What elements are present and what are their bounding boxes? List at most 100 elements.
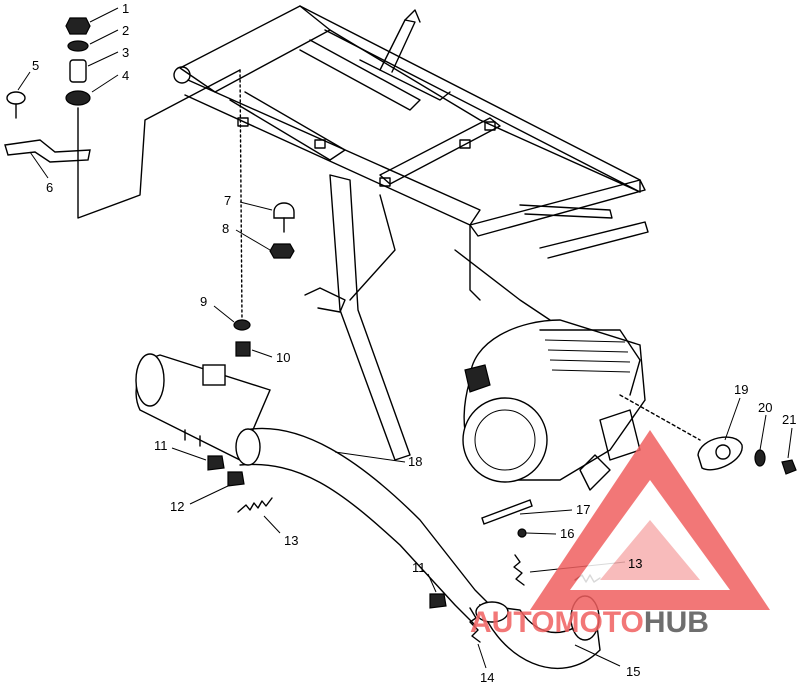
- engine-starter-handle: [464, 364, 491, 393]
- leader-12: [189, 484, 231, 505]
- leader-21: [787, 427, 793, 459]
- callout-18: 18: [408, 454, 422, 469]
- part-7-bumper: [273, 202, 295, 219]
- muffler-mount-block: [202, 364, 226, 386]
- part-1-nut: [65, 17, 91, 35]
- callout-6: 6: [46, 180, 53, 195]
- frame-tab-2: [314, 139, 326, 149]
- part-2-washer: [67, 40, 89, 52]
- leader-11b: [427, 573, 437, 593]
- part-3-spacer: [69, 59, 87, 83]
- frame-down-brace: [349, 194, 396, 301]
- frame-upright-tab: [404, 9, 421, 23]
- exhaust-assembly: [135, 353, 601, 669]
- engine-assembly: [462, 319, 646, 491]
- part-14-spring: [469, 607, 481, 643]
- frame-rear-bar: [519, 204, 613, 219]
- callout-1: 1: [122, 1, 129, 16]
- part-8-nut: [269, 243, 295, 259]
- leader-3: [87, 51, 119, 67]
- leader-8: [235, 229, 271, 251]
- leader-1: [89, 7, 119, 23]
- frame-tab-4: [459, 139, 471, 149]
- callout-16: 16: [560, 526, 574, 541]
- leader-13a: [263, 515, 281, 534]
- callout-15: 15: [626, 664, 640, 679]
- part-20-washer: [754, 449, 766, 467]
- part-12-nut: [227, 471, 245, 487]
- frame-rear-lower-2: [454, 249, 551, 321]
- callout-2: 2: [122, 23, 129, 38]
- leader-18: [334, 451, 406, 463]
- leader-6: [29, 151, 49, 179]
- part-16-screw: [517, 528, 527, 538]
- header-pipe-joint: [475, 601, 509, 623]
- callout-19: 19: [734, 382, 748, 397]
- part-11-bolt-lower: [429, 593, 447, 609]
- callout-9: 9: [200, 294, 207, 309]
- part-4-grommet: [65, 90, 91, 106]
- frame-rear-cross: [539, 221, 649, 259]
- muffler-legs: [184, 429, 201, 447]
- part-10-bolt: [235, 341, 251, 357]
- engine-exhaust-flange: [579, 454, 611, 491]
- frame-tab-3: [379, 177, 391, 187]
- frame-front-tube: [179, 5, 331, 93]
- muffler-end-cap: [135, 353, 165, 407]
- callout-4: 4: [122, 68, 129, 83]
- watermark-text: AUTOMOTOHUB: [470, 606, 709, 639]
- part-5-grommet: [6, 91, 26, 105]
- leader-4: [91, 74, 119, 93]
- leader-7: [239, 201, 273, 211]
- engine-recoil-inner: [474, 409, 536, 471]
- part-9-washer: [233, 319, 251, 331]
- assembly-line-3: [619, 394, 701, 441]
- exhaust-pipe-lower-edge: [239, 463, 476, 626]
- leader-15: [574, 644, 621, 667]
- callout-20: 20: [758, 400, 772, 415]
- frame-tab-1: [237, 117, 249, 127]
- part-6-bracket: [4, 139, 91, 163]
- callout-12: 12: [170, 499, 184, 514]
- callout-13-left: 13: [284, 533, 298, 548]
- frame-mount-bracket: [304, 287, 346, 313]
- callout-13-right: 13: [628, 556, 642, 571]
- frame-cross-member-1: [379, 117, 501, 185]
- exhaust-pipe-upper-edge: [244, 427, 496, 611]
- assembly-line-1: [77, 69, 241, 219]
- leader-20: [759, 414, 767, 451]
- leader-9: [213, 305, 235, 323]
- frame-cross-member-2: [469, 179, 646, 237]
- frame-inner-rail: [329, 29, 641, 193]
- header-pipe: [478, 604, 601, 669]
- part-21-nut: [781, 459, 797, 475]
- part-17-rod: [481, 499, 533, 525]
- leader-17: [519, 509, 573, 515]
- part-19-hole: [715, 444, 731, 460]
- leader-10: [251, 349, 273, 358]
- frame-upper-rail-right: [299, 5, 641, 193]
- frame-brace-2: [299, 39, 421, 111]
- callout-10: 10: [276, 350, 290, 365]
- frame-assembly: [173, 5, 649, 461]
- engine-cylinder-outline: [539, 329, 641, 396]
- leader-5: [17, 71, 31, 91]
- callout-21: 21: [782, 412, 796, 427]
- callout-11-lower: 11: [412, 560, 426, 575]
- frame-brace-3: [359, 59, 451, 101]
- frame-rear-lower: [469, 224, 481, 301]
- callout-8: 8: [222, 221, 229, 236]
- part-19-gasket: [697, 436, 743, 471]
- frame-brace-1: [229, 91, 346, 161]
- leader-11a: [171, 447, 207, 461]
- callout-5: 5: [32, 58, 39, 73]
- frame-upper-rail-left: [184, 79, 481, 226]
- callout-11-upper: 11: [154, 438, 168, 453]
- frame-down-tube: [329, 174, 411, 461]
- leader-14: [477, 643, 487, 669]
- engine-recoil-cover: [462, 397, 548, 483]
- callout-3: 3: [122, 45, 129, 60]
- callout-7: 7: [224, 193, 231, 208]
